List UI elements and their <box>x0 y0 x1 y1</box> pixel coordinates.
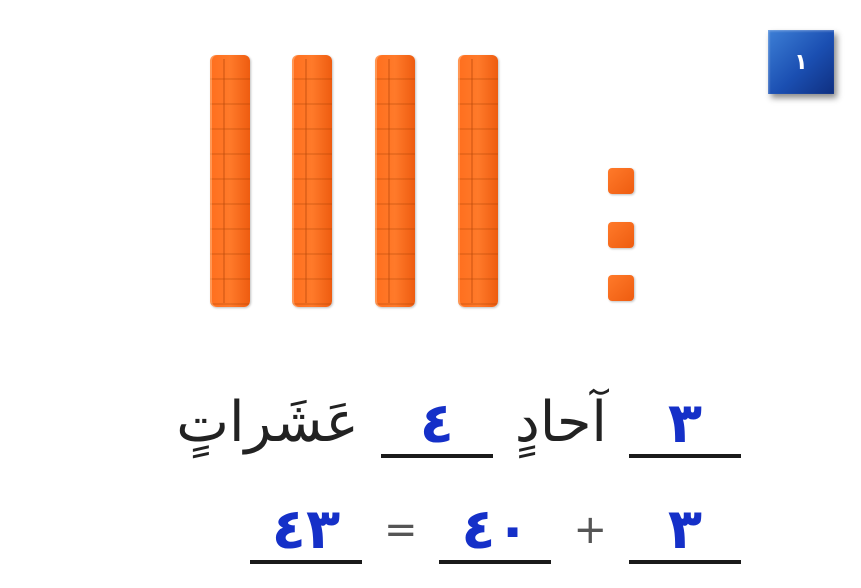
equation-row: ٣ + ٤٠ = ٤٣ <box>249 500 741 564</box>
ones-unit <box>608 275 634 301</box>
ones-label: آحادٍ <box>514 390 607 455</box>
tens-rod <box>375 55 415 307</box>
ones-value: ٣ <box>629 500 741 564</box>
tens-answer: ٤ <box>380 394 493 458</box>
tens-rod <box>458 55 498 307</box>
ones-unit <box>608 168 634 194</box>
tens-value: ٤٠ <box>439 500 552 564</box>
tens-rod <box>292 55 332 307</box>
place-value-row: ٣ آحادٍ ٤ عَشَراتٍ <box>176 388 741 458</box>
equals-sign: = <box>383 507 418 553</box>
ones-answer: ٣ <box>629 394 741 458</box>
tens-rod <box>210 55 250 307</box>
ones-unit <box>608 222 634 248</box>
total-value: ٤٣ <box>249 500 362 564</box>
tens-label: عَشَراتٍ <box>176 390 359 455</box>
plus-sign: + <box>573 507 607 553</box>
problem-number-badge: ١ <box>768 30 834 94</box>
